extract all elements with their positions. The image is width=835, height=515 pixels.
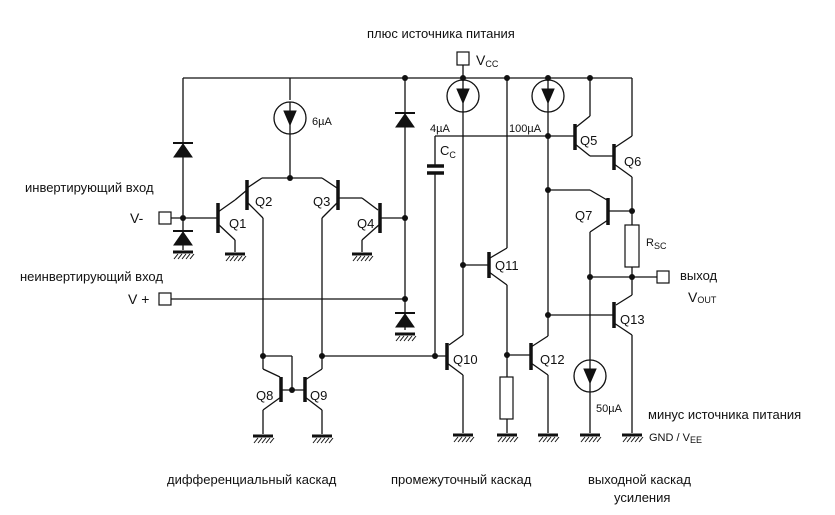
- gnd-vee-label: GND / VEE: [649, 432, 702, 445]
- input-protection-diode-right-top: [394, 112, 416, 128]
- svg-text:Q1: Q1: [229, 216, 246, 231]
- stage-output-line1: выходной каскад: [588, 472, 691, 487]
- transistor-q2: Q2: [234, 177, 290, 356]
- svg-text:Q8: Q8: [256, 388, 273, 403]
- transistor-q13: Q13: [612, 282, 645, 444]
- current-source-6ua: [273, 101, 307, 135]
- cc-label: CC: [440, 143, 456, 160]
- svg-text:Q4: Q4: [357, 216, 374, 231]
- transistor-q12: Q12: [529, 335, 565, 444]
- svg-text:Q10: Q10: [453, 352, 478, 367]
- v-minus-label: V-: [130, 210, 144, 226]
- current-source-100ua: [531, 79, 565, 113]
- vcc-terminal[interactable]: [456, 51, 470, 66]
- resistor-rsc: [624, 224, 640, 268]
- transistor-q8: Q8: [251, 353, 293, 445]
- output-terminal[interactable]: [656, 270, 670, 284]
- input-protection-diode-bottom: [172, 230, 194, 246]
- svg-text:Q12: Q12: [540, 352, 565, 367]
- noninverting-input-label: неинвертирующий вход: [20, 269, 163, 284]
- transistor-q1: Q1: [216, 199, 248, 263]
- svg-text:Q2: Q2: [255, 194, 272, 209]
- stage-differential: дифференциальный каскад: [167, 472, 337, 487]
- v-plus-label: V +: [128, 291, 149, 307]
- svg-text:Q5: Q5: [580, 133, 597, 148]
- svg-text:Q7: Q7: [575, 208, 592, 223]
- vcc-label: VCC: [476, 52, 499, 69]
- current-6ua-label: 6µA: [312, 116, 332, 128]
- current-source-4ua: [446, 79, 480, 113]
- vout-label: VOUT: [688, 289, 717, 305]
- transistor-q5: Q5: [573, 78, 614, 157]
- output-label: выход: [680, 268, 718, 283]
- current-4ua-label: 4µA: [430, 123, 450, 135]
- transistor-q3: Q3: [290, 177, 362, 356]
- current-100ua-label: 100µA: [509, 123, 542, 135]
- stage-intermediate: промежуточный каскад: [391, 472, 532, 487]
- svg-text:Q9: Q9: [310, 388, 327, 403]
- transistor-q7: Q7: [575, 189, 632, 360]
- transistor-q9: Q9: [303, 356, 335, 445]
- input-protection-diode-top: [172, 142, 194, 158]
- vcc-title: плюс источника питания: [367, 26, 515, 41]
- resistor-q12-base: [499, 376, 514, 420]
- stage-output-line2: усиления: [614, 490, 670, 505]
- transistor-q4: Q4: [350, 197, 408, 263]
- svg-text:Q11: Q11: [495, 258, 519, 273]
- vee-title: минус источника питания: [648, 407, 801, 422]
- v-minus-terminal[interactable]: [158, 211, 172, 225]
- svg-text:Q6: Q6: [624, 154, 641, 169]
- transistor-q10: Q10: [445, 334, 478, 444]
- svg-text:Q3: Q3: [313, 194, 330, 209]
- v-plus-terminal[interactable]: [158, 292, 172, 306]
- inverting-input-label: инвертирующий вход: [25, 180, 154, 195]
- current-50ua-label: 50µA: [596, 403, 623, 415]
- svg-text:Q13: Q13: [620, 312, 645, 327]
- transistor-q11: Q11: [487, 78, 519, 377]
- transistor-q6: Q6: [612, 78, 641, 225]
- rsc-label: RSC: [646, 237, 667, 251]
- current-source-50ua: [573, 359, 607, 393]
- input-protection-diode-right-bottom: [394, 312, 416, 328]
